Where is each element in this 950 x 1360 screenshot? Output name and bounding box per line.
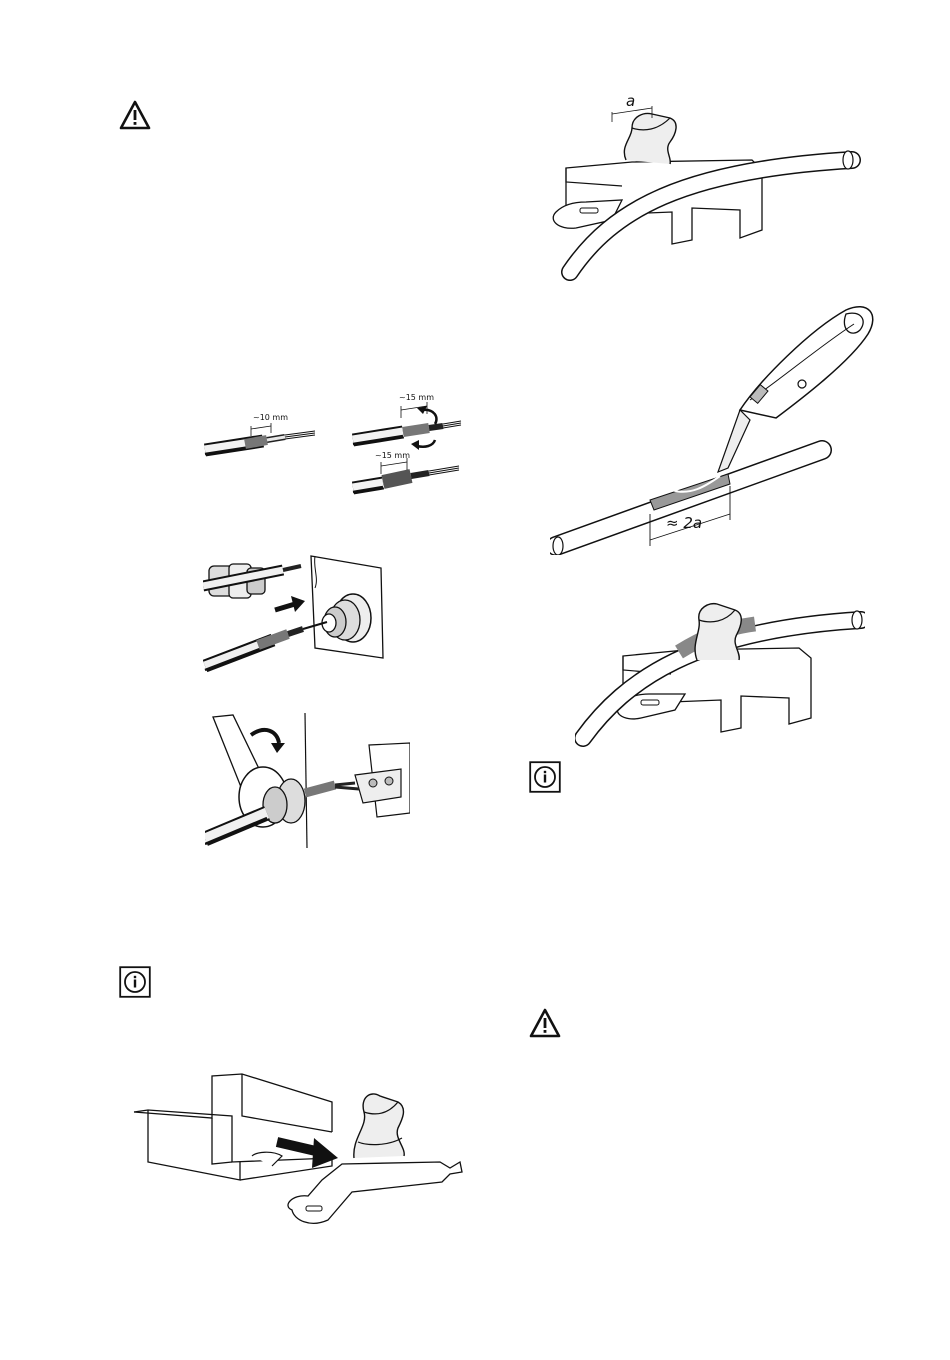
- stripped-cable-shield-bottom: ~15 mm: [353, 451, 459, 492]
- warning-triangle-icon: [529, 1008, 561, 1038]
- dimension-2a-label: ≈ 2a: [666, 514, 702, 532]
- wrench-tightening-figure: [205, 713, 410, 848]
- dimension-a-label: a: [626, 92, 635, 110]
- info-icon: [119, 966, 151, 998]
- label-15mm-top: ~15 mm: [399, 393, 434, 402]
- clamp-installed-figure: [575, 590, 865, 750]
- rail-clamp-insertion-figure: [132, 1072, 467, 1232]
- info-icon: [529, 761, 561, 793]
- knife-stripping-figure: ≈ 2a: [550, 300, 880, 555]
- label-15mm-bottom: ~15 mm: [375, 451, 410, 460]
- warning-triangle-icon: [119, 100, 151, 130]
- stripped-cable-single: ~10 mm: [205, 413, 315, 454]
- clamp-dimension-a-figure: a: [552, 90, 862, 285]
- label-10mm: ~10 mm: [253, 413, 288, 422]
- cable-strip-figure: ~10 mm ~15 mm: [203, 388, 473, 500]
- cable-gland-insertion-figure: [203, 548, 388, 673]
- stripped-cable-shield-top: ~15 mm: [353, 393, 461, 450]
